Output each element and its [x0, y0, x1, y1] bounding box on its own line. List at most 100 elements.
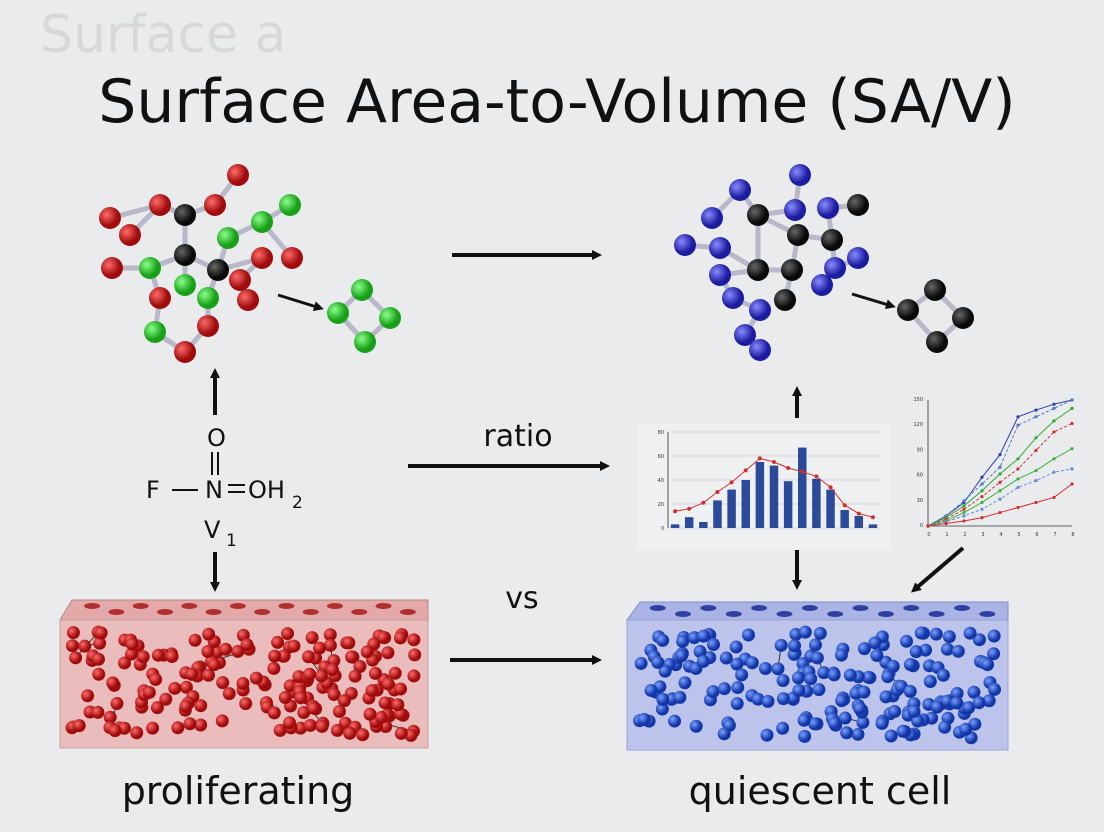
- surface-pore: [205, 609, 222, 615]
- particle: [368, 666, 382, 680]
- particle: [776, 673, 790, 687]
- bar: [783, 481, 793, 528]
- x-tick-label: 6: [1035, 532, 1038, 538]
- series-point: [998, 472, 1002, 476]
- series-point: [1070, 467, 1074, 471]
- particle: [159, 692, 173, 706]
- y-tick-label: 30: [917, 498, 923, 504]
- series-point: [1070, 482, 1074, 486]
- surface-pore: [399, 609, 416, 615]
- series-line: [927, 399, 1073, 527]
- particle: [879, 690, 893, 704]
- series-point: [1016, 477, 1020, 481]
- series-point: [962, 514, 966, 518]
- bar: [670, 524, 680, 528]
- particle: [798, 625, 812, 639]
- atom: [897, 299, 919, 321]
- atom: [327, 302, 349, 324]
- series-point: [1034, 500, 1038, 505]
- particle: [283, 716, 297, 730]
- particle: [179, 699, 193, 713]
- ghost-title: Surface a: [40, 5, 287, 65]
- particle: [267, 661, 281, 675]
- particle: [719, 651, 733, 665]
- series-point: [1070, 447, 1074, 451]
- particle: [150, 701, 164, 715]
- series-point: [962, 510, 966, 515]
- particle: [656, 692, 670, 706]
- particle: [236, 676, 250, 690]
- particle: [938, 720, 952, 734]
- y-tick-label: 40: [658, 478, 664, 484]
- atom: [204, 194, 226, 216]
- surface-pore: [649, 605, 666, 611]
- particle: [305, 631, 319, 645]
- surface-pore: [751, 605, 768, 611]
- particle: [673, 690, 687, 704]
- atom: [99, 207, 121, 229]
- series-point: [980, 507, 984, 511]
- particle: [360, 645, 374, 659]
- particle: [731, 680, 745, 694]
- particle: [909, 645, 923, 659]
- bar: [684, 517, 694, 528]
- atom: [774, 289, 796, 311]
- particle: [93, 636, 107, 650]
- particle: [886, 659, 900, 673]
- atom: [174, 204, 196, 226]
- surface-pore: [254, 609, 271, 615]
- atom: [279, 194, 301, 216]
- particle: [168, 681, 182, 695]
- arrow-small-right: [851, 292, 896, 310]
- particle: [215, 714, 229, 728]
- particle: [751, 692, 765, 706]
- particle: [94, 626, 108, 640]
- x-tick-label: 3: [981, 532, 984, 538]
- series-point: [1016, 415, 1020, 419]
- particle: [325, 663, 339, 677]
- particle: [923, 674, 937, 688]
- atom: [729, 179, 751, 201]
- surface-pore: [375, 603, 392, 609]
- particle: [857, 685, 871, 699]
- particle: [788, 639, 802, 653]
- particle: [950, 696, 964, 710]
- series-point: [1034, 479, 1038, 483]
- particle: [297, 706, 311, 720]
- bar: [699, 522, 708, 528]
- particle: [303, 718, 317, 732]
- particle: [900, 634, 914, 648]
- particle: [171, 721, 185, 735]
- particle: [72, 719, 86, 733]
- particle: [110, 697, 124, 711]
- particle: [378, 696, 392, 710]
- particle: [810, 651, 824, 665]
- particle: [903, 684, 917, 698]
- particle: [745, 656, 759, 670]
- particle: [929, 627, 943, 641]
- formula-center: N: [205, 476, 223, 504]
- series-point: [980, 489, 984, 493]
- atom: [924, 279, 946, 301]
- particle: [988, 682, 1002, 696]
- atom: [709, 237, 731, 259]
- particle: [194, 718, 208, 732]
- surface-pore: [351, 609, 368, 615]
- x-tick-label: 0: [927, 532, 930, 538]
- particle: [103, 710, 117, 724]
- atom: [784, 199, 806, 221]
- particle: [219, 642, 233, 656]
- particle: [183, 717, 197, 731]
- series-point: [962, 499, 966, 503]
- atom: [149, 287, 171, 309]
- particle: [835, 694, 849, 708]
- particle: [314, 669, 328, 683]
- y-tick-label: 90: [917, 447, 923, 453]
- atom: [789, 164, 811, 186]
- particle: [327, 688, 341, 702]
- particle: [856, 715, 870, 729]
- atom: [144, 321, 166, 343]
- particle: [761, 694, 775, 708]
- particle: [861, 670, 875, 684]
